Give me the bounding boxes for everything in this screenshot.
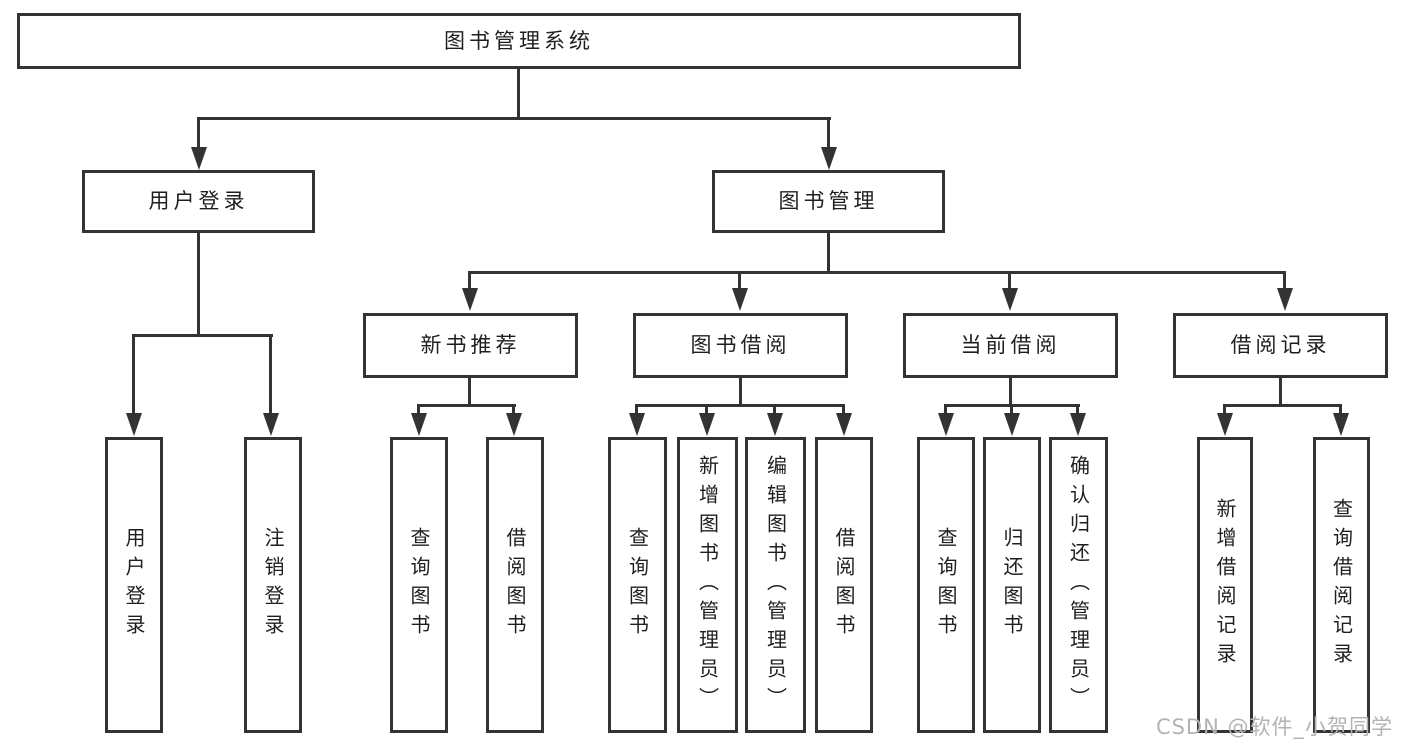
arrowhead-down-icon (1002, 288, 1018, 311)
connector-drop (1010, 404, 1013, 415)
connector-stem (739, 378, 742, 407)
arrowhead-down-icon (629, 413, 645, 436)
leaf-borrow-books: 借阅图书 (815, 437, 873, 733)
connector-stem (1279, 378, 1282, 407)
node-book-borrow: 图书借阅 (633, 313, 848, 378)
connector-drop (468, 271, 471, 289)
arrowhead-down-icon (126, 413, 142, 436)
arrowhead-down-icon (1217, 413, 1233, 436)
connector-user-login-stem (197, 233, 200, 334)
leaf-return-books: 归还图书 (983, 437, 1041, 733)
leaf-query-borrow-record: 查询借阅记录 (1313, 437, 1370, 733)
connector-drop (1076, 404, 1079, 415)
leaf-logout: 注销登录 (244, 437, 302, 733)
arrowhead-down-icon (699, 413, 715, 436)
connector-drop (635, 404, 638, 415)
connector-drop (1283, 271, 1286, 289)
connector-drop (417, 404, 420, 415)
node-new-book-recommend: 新书推荐 (363, 313, 578, 378)
connector-user-login-rail (132, 334, 273, 337)
node-library-management-system: 图书管理系统 (17, 13, 1021, 69)
node-book-management: 图书管理 (712, 170, 945, 233)
connector-drop (944, 404, 947, 415)
leaf-add-borrow-record: 新增借阅记录 (1197, 437, 1253, 733)
connector-stem (468, 378, 471, 407)
arrowhead-down-icon (1277, 288, 1293, 311)
connector-drop (512, 404, 515, 415)
arrowhead-down-icon (1070, 413, 1086, 436)
connector-book-mgmt-rail (468, 271, 1286, 274)
arrowhead-down-icon (411, 413, 427, 436)
arrowhead-down-icon (263, 413, 279, 436)
leaf-borrow-books-recommend: 借阅图书 (486, 437, 544, 733)
arrowhead-down-icon (1004, 413, 1020, 436)
leaf-query-books-recommend: 查询图书 (390, 437, 448, 733)
connector-drop (269, 334, 272, 414)
arrowhead-down-icon (462, 288, 478, 311)
arrowhead-down-icon (938, 413, 954, 436)
arrowhead-down-icon (191, 147, 207, 170)
arrowhead-down-icon (506, 413, 522, 436)
connector-rail (635, 404, 845, 407)
connector-rail (417, 404, 516, 407)
arrowhead-down-icon (767, 413, 783, 436)
connector-drop (738, 271, 741, 289)
leaf-query-books-borrow: 查询图书 (608, 437, 667, 733)
arrowhead-down-icon (821, 147, 837, 170)
connector-drop (705, 404, 708, 415)
connector-rail (1223, 404, 1342, 407)
leaf-query-books-current: 查询图书 (917, 437, 975, 733)
connector-drop (132, 334, 135, 414)
connector-stem (1009, 378, 1012, 407)
connector-drop (1223, 404, 1226, 415)
connector-user-login-drop (197, 117, 200, 149)
connector-book-mgmt-stem (827, 233, 830, 272)
csdn-watermark: CSDN @软件_小贺同学 (1155, 715, 1393, 739)
arrowhead-down-icon (732, 288, 748, 311)
arrowhead-down-icon (836, 413, 852, 436)
connector-drop (1008, 271, 1011, 289)
connector-root-rail (197, 117, 831, 120)
node-current-borrow: 当前借阅 (903, 313, 1118, 378)
leaf-add-books-admin: 新增图书（管理员） (677, 437, 738, 733)
node-user-login: 用户登录 (82, 170, 315, 233)
connector-root-stem (517, 69, 520, 118)
arrowhead-down-icon (1333, 413, 1349, 436)
node-borrow-records: 借阅记录 (1173, 313, 1388, 378)
connector-drop (842, 404, 845, 415)
connector-book-mgmt-drop (827, 117, 830, 149)
leaf-user-login: 用户登录 (105, 437, 163, 733)
connector-drop (1339, 404, 1342, 415)
leaf-confirm-return-admin: 确认归还（管理员） (1049, 437, 1108, 733)
connector-drop (773, 404, 776, 415)
leaf-edit-books-admin: 编辑图书（管理员） (745, 437, 806, 733)
